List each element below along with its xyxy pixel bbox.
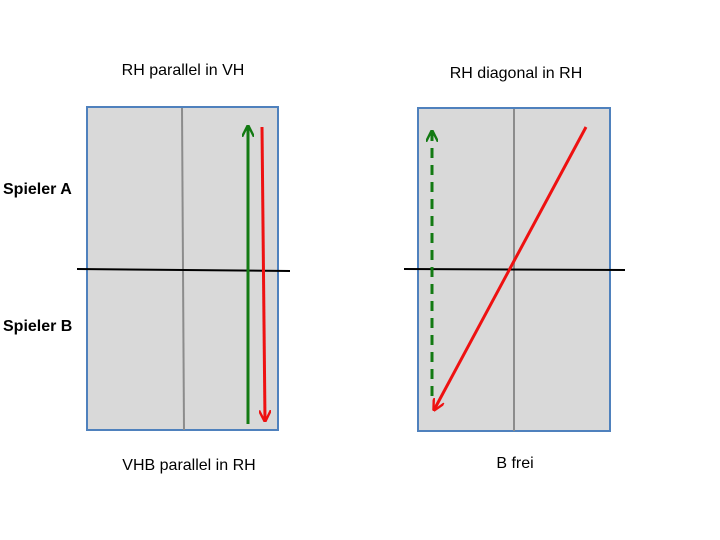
left-court-net bbox=[76, 268, 291, 272]
red-diagonal-arrow bbox=[434, 126, 588, 410]
red-solid-arrow-left bbox=[262, 126, 265, 421]
left-court-bottom-title: VHB parallel in RH bbox=[122, 457, 256, 474]
left-court bbox=[76, 106, 291, 431]
player-a-label: Spieler A bbox=[3, 181, 72, 198]
right-court-net bbox=[403, 268, 626, 271]
right-court-top-title: RH diagonal in RH bbox=[449, 65, 583, 82]
player-b-label: Spieler B bbox=[3, 318, 73, 335]
right-court bbox=[403, 107, 626, 432]
left-court-top-title: RH parallel in VH bbox=[121, 62, 245, 79]
right-court-bottom-title: B frei bbox=[496, 455, 534, 472]
